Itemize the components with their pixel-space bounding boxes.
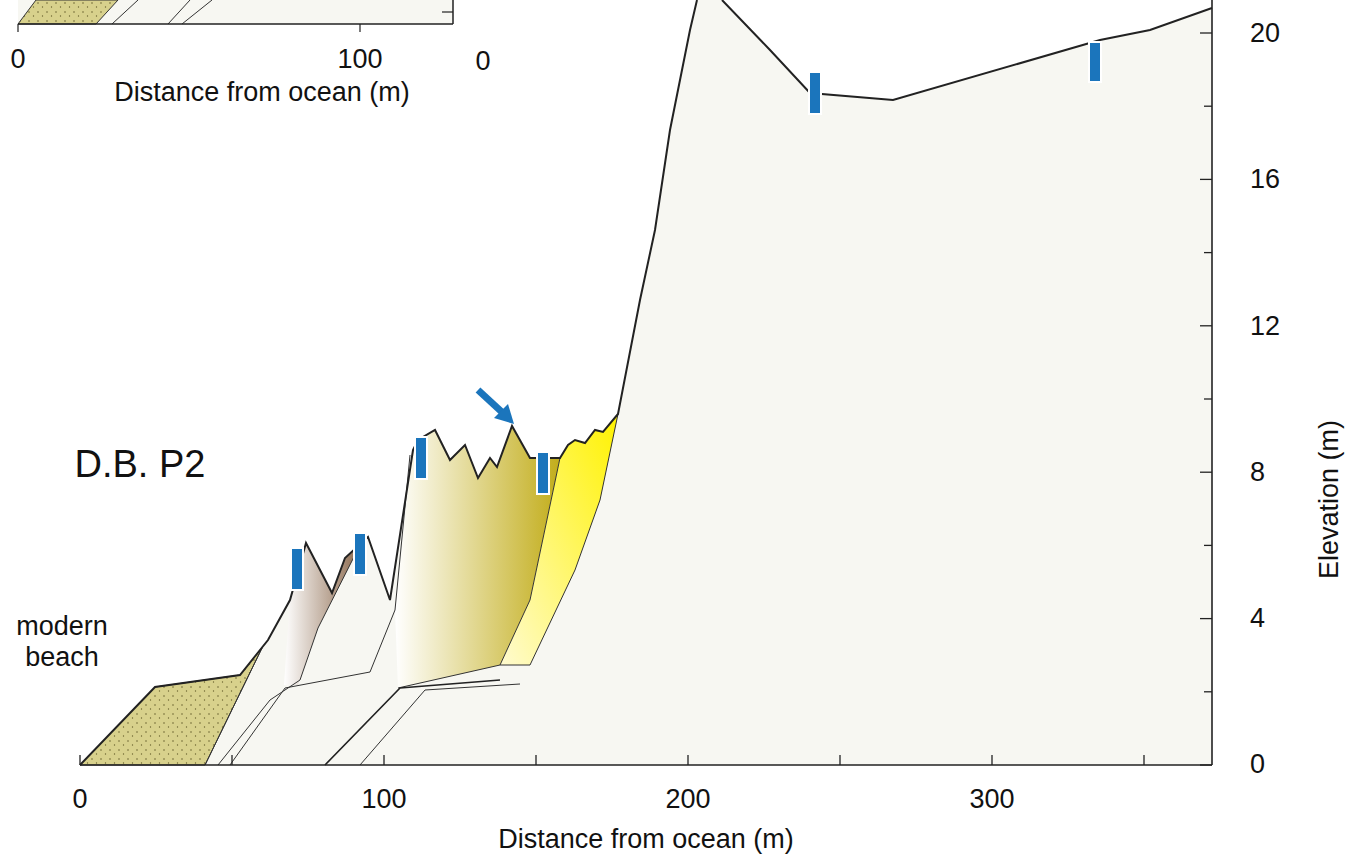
axis-label: 0: [1250, 749, 1265, 780]
tick: [535, 755, 536, 765]
axis-label: Elevation (m): [1314, 420, 1345, 579]
axis-label: 20: [1250, 18, 1280, 49]
tick: [687, 755, 688, 765]
axis-label: Distance from ocean (m): [114, 77, 410, 108]
tick: [1200, 179, 1212, 180]
arrow: [478, 390, 514, 424]
tick: [1204, 252, 1212, 253]
tick: [1200, 764, 1212, 765]
axis-label: 8: [1250, 457, 1265, 488]
tick: [1204, 398, 1212, 399]
tick: [1204, 545, 1212, 546]
axis-label: 100: [337, 44, 382, 75]
tick: [991, 755, 992, 765]
ticks: [80, 33, 1212, 765]
tick: [1204, 106, 1212, 107]
tick: [231, 755, 232, 765]
profile-name: D.B. P2: [75, 443, 206, 487]
axis-label: 4: [1250, 603, 1265, 634]
main-profile: [80, 0, 1212, 765]
axis-label: Distance from ocean (m): [498, 824, 794, 855]
sample-marker: [291, 42, 1101, 590]
axis-label: 0: [72, 784, 87, 815]
axis-label: 16: [1250, 164, 1280, 195]
tick: [1204, 691, 1212, 692]
axes: [80, 0, 1212, 765]
axis-label: 200: [665, 784, 710, 815]
tick: [1200, 472, 1212, 473]
tick: [1200, 32, 1212, 33]
annotation: modern beach: [2, 611, 122, 673]
tick: [383, 755, 384, 765]
axis-label: 100: [361, 784, 406, 815]
inset-profile: [18, 0, 453, 32]
tick: [839, 755, 840, 765]
tick: [1200, 618, 1212, 619]
tick: [1143, 755, 1144, 765]
axis-label: 12: [1250, 311, 1280, 342]
axis-label: 300: [969, 784, 1014, 815]
axis-label: 0: [475, 46, 490, 77]
tick: [79, 755, 80, 765]
axis-label: 0: [10, 44, 25, 75]
tick: [1200, 325, 1212, 326]
